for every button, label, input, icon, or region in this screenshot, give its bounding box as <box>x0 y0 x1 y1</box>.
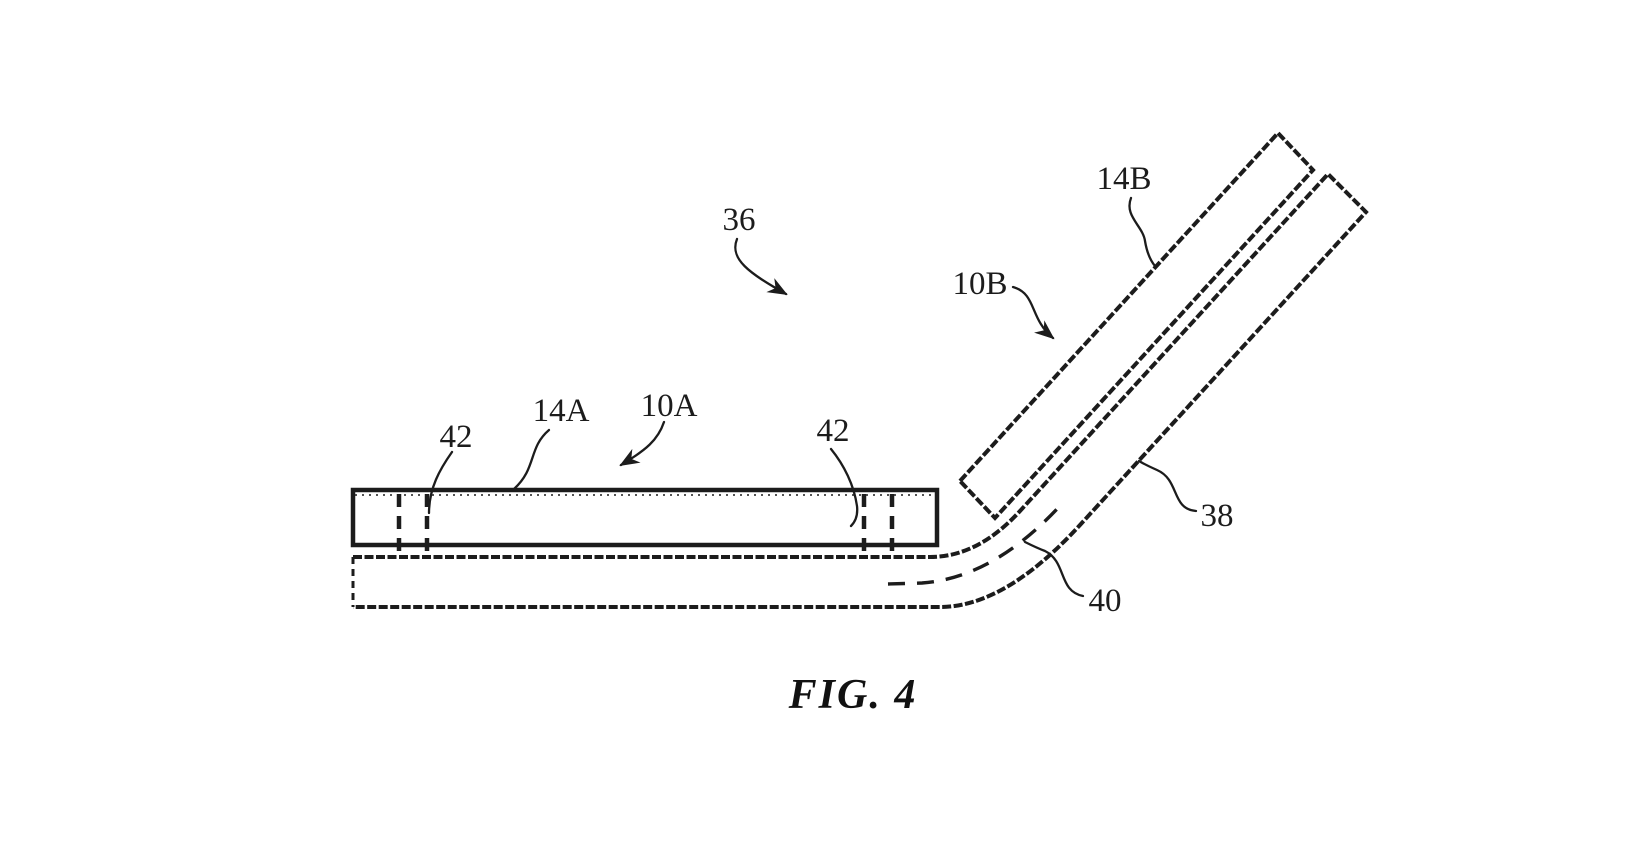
ref-label-40: 40 <box>1089 583 1122 619</box>
leader-14a <box>512 428 551 491</box>
leader-42-right <box>829 447 859 528</box>
leader-36 <box>734 237 788 296</box>
ref-label-36: 36 <box>723 202 756 238</box>
figure-caption: FIG. 4 <box>788 672 918 718</box>
leader-40 <box>1023 540 1085 598</box>
ref-label-14a: 14A <box>533 393 590 429</box>
ref-label-10b: 10B <box>952 266 1007 302</box>
leader-14b <box>1128 196 1157 268</box>
layer-14b-bar <box>957 130 1316 521</box>
ref-label-42-right: 42 <box>817 413 850 449</box>
leader-38 <box>1137 459 1198 513</box>
flexible-layer-38 <box>353 171 1369 609</box>
leader-10a <box>619 420 666 467</box>
ref-label-42-left: 42 <box>440 419 473 455</box>
ref-label-10a: 10A <box>641 388 698 424</box>
ref-label-38: 38 <box>1201 498 1234 534</box>
ref-label-14b: 14B <box>1096 161 1151 197</box>
leader-10b <box>1011 285 1055 340</box>
bend-axis-40 <box>887 506 1060 586</box>
leader-42-left <box>427 450 454 515</box>
layer-14a-bar <box>350 487 940 548</box>
